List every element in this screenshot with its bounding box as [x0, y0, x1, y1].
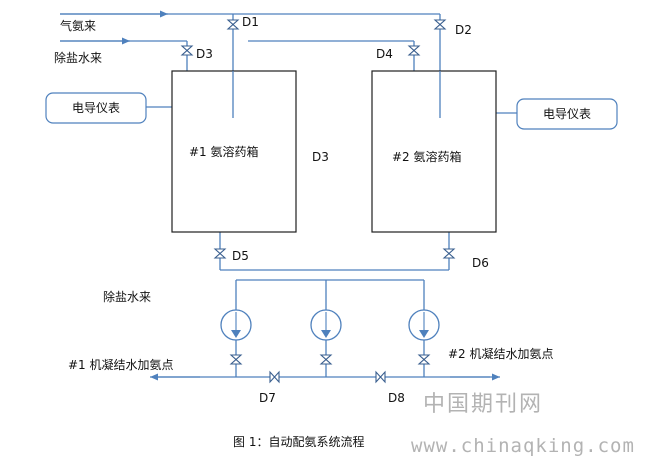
label-condensate1: #1 机凝结水加氨点	[68, 357, 174, 372]
pump-3	[408, 309, 440, 341]
label-valve-d2: D2	[455, 23, 472, 37]
valve-d7-icon	[269, 370, 280, 384]
label-valve-d1: D1	[242, 15, 259, 29]
valves	[180, 19, 456, 384]
label-valve-d8: D8	[388, 391, 405, 405]
watermark-cn: 中国期刊网	[423, 392, 543, 417]
label-demin-water-in-top: 除盐水来	[54, 50, 102, 65]
label-instrument-right: 电导仪表	[543, 107, 591, 121]
valve-d3-icon	[180, 45, 194, 56]
label-valve-d5: D5	[232, 249, 249, 263]
valve-pump1-icon	[229, 354, 243, 365]
pump-2	[310, 309, 342, 341]
instrument-right-box	[516, 98, 618, 130]
tank-internal-pipes	[232, 71, 441, 118]
figure-caption: 图 1：自动配氨系统流程	[233, 434, 364, 449]
tank2-box	[371, 70, 497, 233]
valve-d4-icon	[407, 45, 421, 56]
watermark-url: www.chinaqking.com	[411, 435, 635, 457]
tank1-box	[171, 70, 297, 233]
pumps	[220, 309, 440, 341]
label-valve-d6: D6	[472, 256, 489, 270]
label-tank1: #1 氨溶药箱	[189, 144, 259, 159]
instrument-left-box	[45, 92, 147, 124]
valve-pump2-icon	[319, 354, 333, 365]
pump-1	[220, 309, 252, 341]
valve-d5-icon	[213, 248, 227, 259]
valve-d1-icon	[226, 19, 240, 30]
label-demin-water-in-mid: 除盐水来	[103, 289, 151, 304]
label-valve-d4: D4	[376, 47, 393, 61]
valve-pump3-icon	[417, 354, 431, 365]
label-instrument-left: 电导仪表	[72, 101, 120, 115]
valve-d8-icon	[375, 370, 386, 384]
label-condensate2: #2 机凝结水加氨点	[448, 346, 554, 361]
label-valve-d3-side: D3	[312, 150, 329, 164]
label-tank2: #2 氨溶药箱	[392, 149, 462, 164]
label-ammonia-gas-in: 气氨来	[60, 18, 96, 33]
valve-d6-icon	[442, 248, 456, 259]
valve-d2-icon	[433, 19, 447, 30]
label-valve-d3-top: D3	[196, 47, 213, 61]
label-valve-d7: D7	[259, 391, 276, 405]
